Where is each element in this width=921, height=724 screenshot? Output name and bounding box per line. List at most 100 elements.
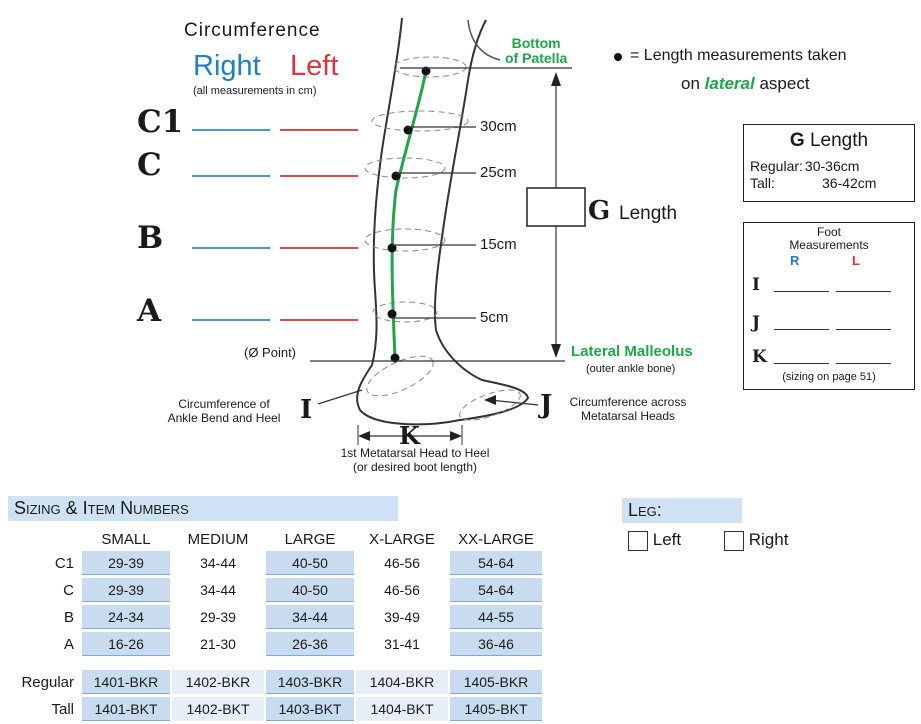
mark-15cm: 15cm xyxy=(480,236,517,253)
foot-r-header: R xyxy=(790,253,800,268)
table-cell: 44-55 xyxy=(450,605,542,629)
table-cell: 46-56 xyxy=(356,551,448,575)
foot-j-left-field[interactable] xyxy=(836,329,891,330)
table-cell: 39-49 xyxy=(356,605,448,629)
right-checkbox[interactable] xyxy=(724,530,744,551)
sizing-table: SMALL MEDIUM LARGE X-LARGE XX-LARGE C1 2… xyxy=(4,528,544,724)
mark-25cm: 25cm xyxy=(480,164,517,181)
table-cell: 21-30 xyxy=(172,632,264,656)
table-cell: 16-26 xyxy=(82,632,170,656)
item-number: 1404-BKR xyxy=(356,670,448,694)
mark-30cm: 30cm xyxy=(480,118,517,135)
col-xlarge: X-LARGE xyxy=(369,531,435,548)
foot-row-i: I xyxy=(752,275,760,295)
c-left-field[interactable] xyxy=(280,175,358,177)
g-letter: G xyxy=(588,196,611,226)
units-note: (all measurements in cm) xyxy=(193,85,317,97)
left-column-label: Left xyxy=(290,50,339,82)
row-label: A xyxy=(63,635,74,653)
item-number: 1403-BKR xyxy=(266,670,354,694)
lateral-malleolus-label: Lateral Malleolus xyxy=(571,343,693,360)
foot-row-j: J xyxy=(752,313,761,333)
table-row: B 24-34 29-39 34-44 39-49 44-55 xyxy=(6,605,542,629)
bottom-of-patella-label: Bottom of Patella xyxy=(505,35,568,66)
sizing-header-row: SMALL MEDIUM LARGE X-LARGE XX-LARGE xyxy=(6,531,542,548)
foot-measurements-box: Foot Measurements R L I J K (sizing on p… xyxy=(743,222,915,390)
table-cell: 29-39 xyxy=(82,578,170,602)
table-row: A 16-26 21-30 26-36 31-41 36-46 xyxy=(6,632,542,656)
item-number: 1402-BKT xyxy=(172,697,264,721)
row-label: B xyxy=(63,608,74,626)
row-label: C xyxy=(63,581,74,599)
item-number: 1402-BKR xyxy=(172,670,264,694)
b-right-field[interactable] xyxy=(192,247,270,249)
left-checkbox[interactable] xyxy=(628,530,648,551)
table-cell: 34-44 xyxy=(266,605,354,629)
table-cell: 24-34 xyxy=(82,605,170,629)
lateral-aspect-note: on lateral aspect xyxy=(681,74,810,93)
table-cell: 31-41 xyxy=(356,632,448,656)
col-medium: MEDIUM xyxy=(187,531,249,548)
item-number: 1404-BKT xyxy=(356,697,448,721)
foot-l-header: L xyxy=(852,253,860,268)
b-left-field[interactable] xyxy=(280,247,358,249)
col-small: SMALL xyxy=(101,531,151,548)
table-cell: 54-64 xyxy=(450,578,542,602)
foot-i-left-field[interactable] xyxy=(836,291,891,292)
table-cell: 36-46 xyxy=(450,632,542,656)
a-right-field[interactable] xyxy=(192,319,270,321)
k-description: 1st Metatarsal Head to Heel (or desired … xyxy=(340,446,490,474)
item-number: 1405-BKR xyxy=(450,670,542,694)
foot-row-k: K xyxy=(752,347,767,367)
leg-diagram xyxy=(310,17,622,445)
mark-5cm: 5cm xyxy=(480,309,509,326)
table-cell: 40-50 xyxy=(266,578,354,602)
outer-ankle-label: (outer ankle bone) xyxy=(586,363,676,375)
g-length-label: Length xyxy=(619,203,678,224)
sizing-heading: Sizing & Item Numbers xyxy=(8,496,398,521)
leg-right-option[interactable]: Right xyxy=(724,530,788,551)
foot-box-title: Foot Measurements xyxy=(789,225,869,252)
row-label: Tall xyxy=(51,700,74,718)
row-label-b: B xyxy=(137,220,164,256)
row-label: C1 xyxy=(54,554,74,572)
a-left-field[interactable] xyxy=(280,319,358,321)
g-tall-row: Tall:36-42cm xyxy=(750,175,877,191)
i-description: Circumference of Ankle Bend and Heel xyxy=(167,397,281,425)
item-row-tall: Tall 1401-BKT 1402-BKT 1403-BKT 1404-BKT… xyxy=(6,697,542,721)
foot-i-right-field[interactable] xyxy=(774,291,829,292)
c1-right-field[interactable] xyxy=(192,129,270,131)
c1-left-field[interactable] xyxy=(280,129,358,131)
foot-k-right-field[interactable] xyxy=(774,363,829,364)
item-number: 1401-BKR xyxy=(82,670,170,694)
item-number: 1401-BKT xyxy=(82,697,170,721)
row-label-c1: C1 xyxy=(137,104,184,140)
row-label-a: A xyxy=(137,293,162,329)
dot-legend: = Length measurements taken xyxy=(630,47,847,64)
foot-sizing-note: (sizing on page 51) xyxy=(782,371,876,383)
table-row: C 29-39 34-44 40-50 46-56 54-64 xyxy=(6,578,542,602)
table-cell: 29-39 xyxy=(172,605,264,629)
table-cell: 54-64 xyxy=(450,551,542,575)
foot-j-right-field[interactable] xyxy=(774,329,829,330)
j-description: Circumference across Metatarsal Heads xyxy=(569,395,687,423)
leg-heading: Leg: xyxy=(622,498,742,523)
col-large: LARGE xyxy=(284,531,336,548)
foot-k-left-field[interactable] xyxy=(836,363,891,364)
j-letter: J xyxy=(540,390,553,420)
circumference-title: Circumference xyxy=(184,20,321,41)
table-cell: 34-44 xyxy=(172,578,264,602)
leg-left-option[interactable]: Left xyxy=(628,530,681,551)
col-xxlarge: XX-LARGE xyxy=(458,531,534,548)
row-label-c: C xyxy=(137,147,162,183)
k-letter: K xyxy=(399,421,420,450)
zero-point-label: (Ø Point) xyxy=(244,345,297,360)
row-label: Regular xyxy=(21,673,74,691)
table-row: C1 29-39 34-44 40-50 46-56 54-64 xyxy=(6,551,542,575)
item-number: 1405-BKT xyxy=(450,697,542,721)
table-cell: 29-39 xyxy=(82,551,170,575)
c-right-field[interactable] xyxy=(192,175,270,177)
table-cell: 46-56 xyxy=(356,578,448,602)
table-cell: 34-44 xyxy=(172,551,264,575)
i-letter: I xyxy=(300,395,313,425)
